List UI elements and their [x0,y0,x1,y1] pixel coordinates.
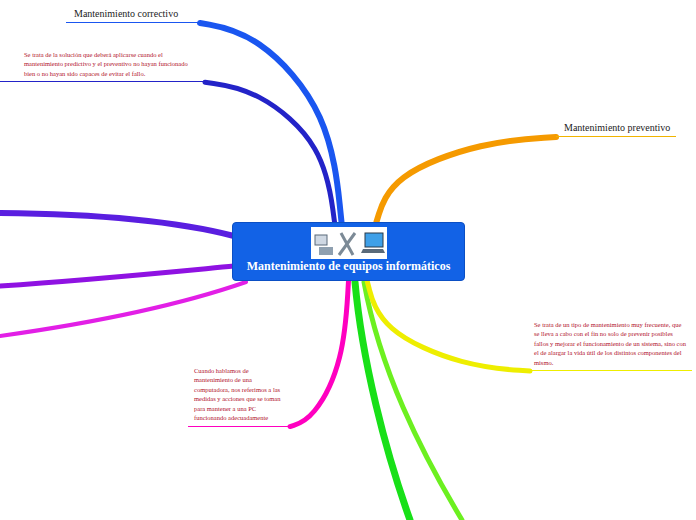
branch [0,282,246,336]
branch-connector [367,281,530,371]
topic-label: Mantenimiento preventivo [556,122,676,137]
laptop-icon [365,233,383,247]
computer-icons [311,227,387,259]
note-text: Se trata de la solución que deberá aplic… [0,50,205,82]
topic-label: Mantenimiento correctivo [66,8,200,23]
branch-connector [290,281,349,427]
branch-connector [376,137,556,222]
note-text: Cuando hablamos de mantenimiento de una … [188,366,290,427]
branch [0,213,234,236]
laptop-base [361,249,385,253]
icon-ground [311,227,387,259]
branch [364,282,462,520]
branch-connector [200,23,342,222]
monitor-icon [315,235,327,245]
node-text: Se trata de la solución que deberá aplic… [24,50,189,81]
keyboard-icon [319,247,333,255]
tools-icon [339,233,355,255]
node-text: Cuando hablamos de mantenimiento de una … [194,366,282,426]
branch [0,266,234,286]
central-topic-box: Mantenimiento de equipos informáticos [232,222,465,281]
node-text: Se trata de un tipo de mantenimiento muy… [534,320,688,370]
branch-connector [205,82,335,222]
node-text: Mantenimiento de equipos informáticos [239,259,458,274]
note-text: Se trata de un tipo de mantenimiento muy… [530,320,692,371]
node-text: Mantenimiento preventivo [556,122,676,136]
node-text: Mantenimiento correctivo [66,8,200,22]
